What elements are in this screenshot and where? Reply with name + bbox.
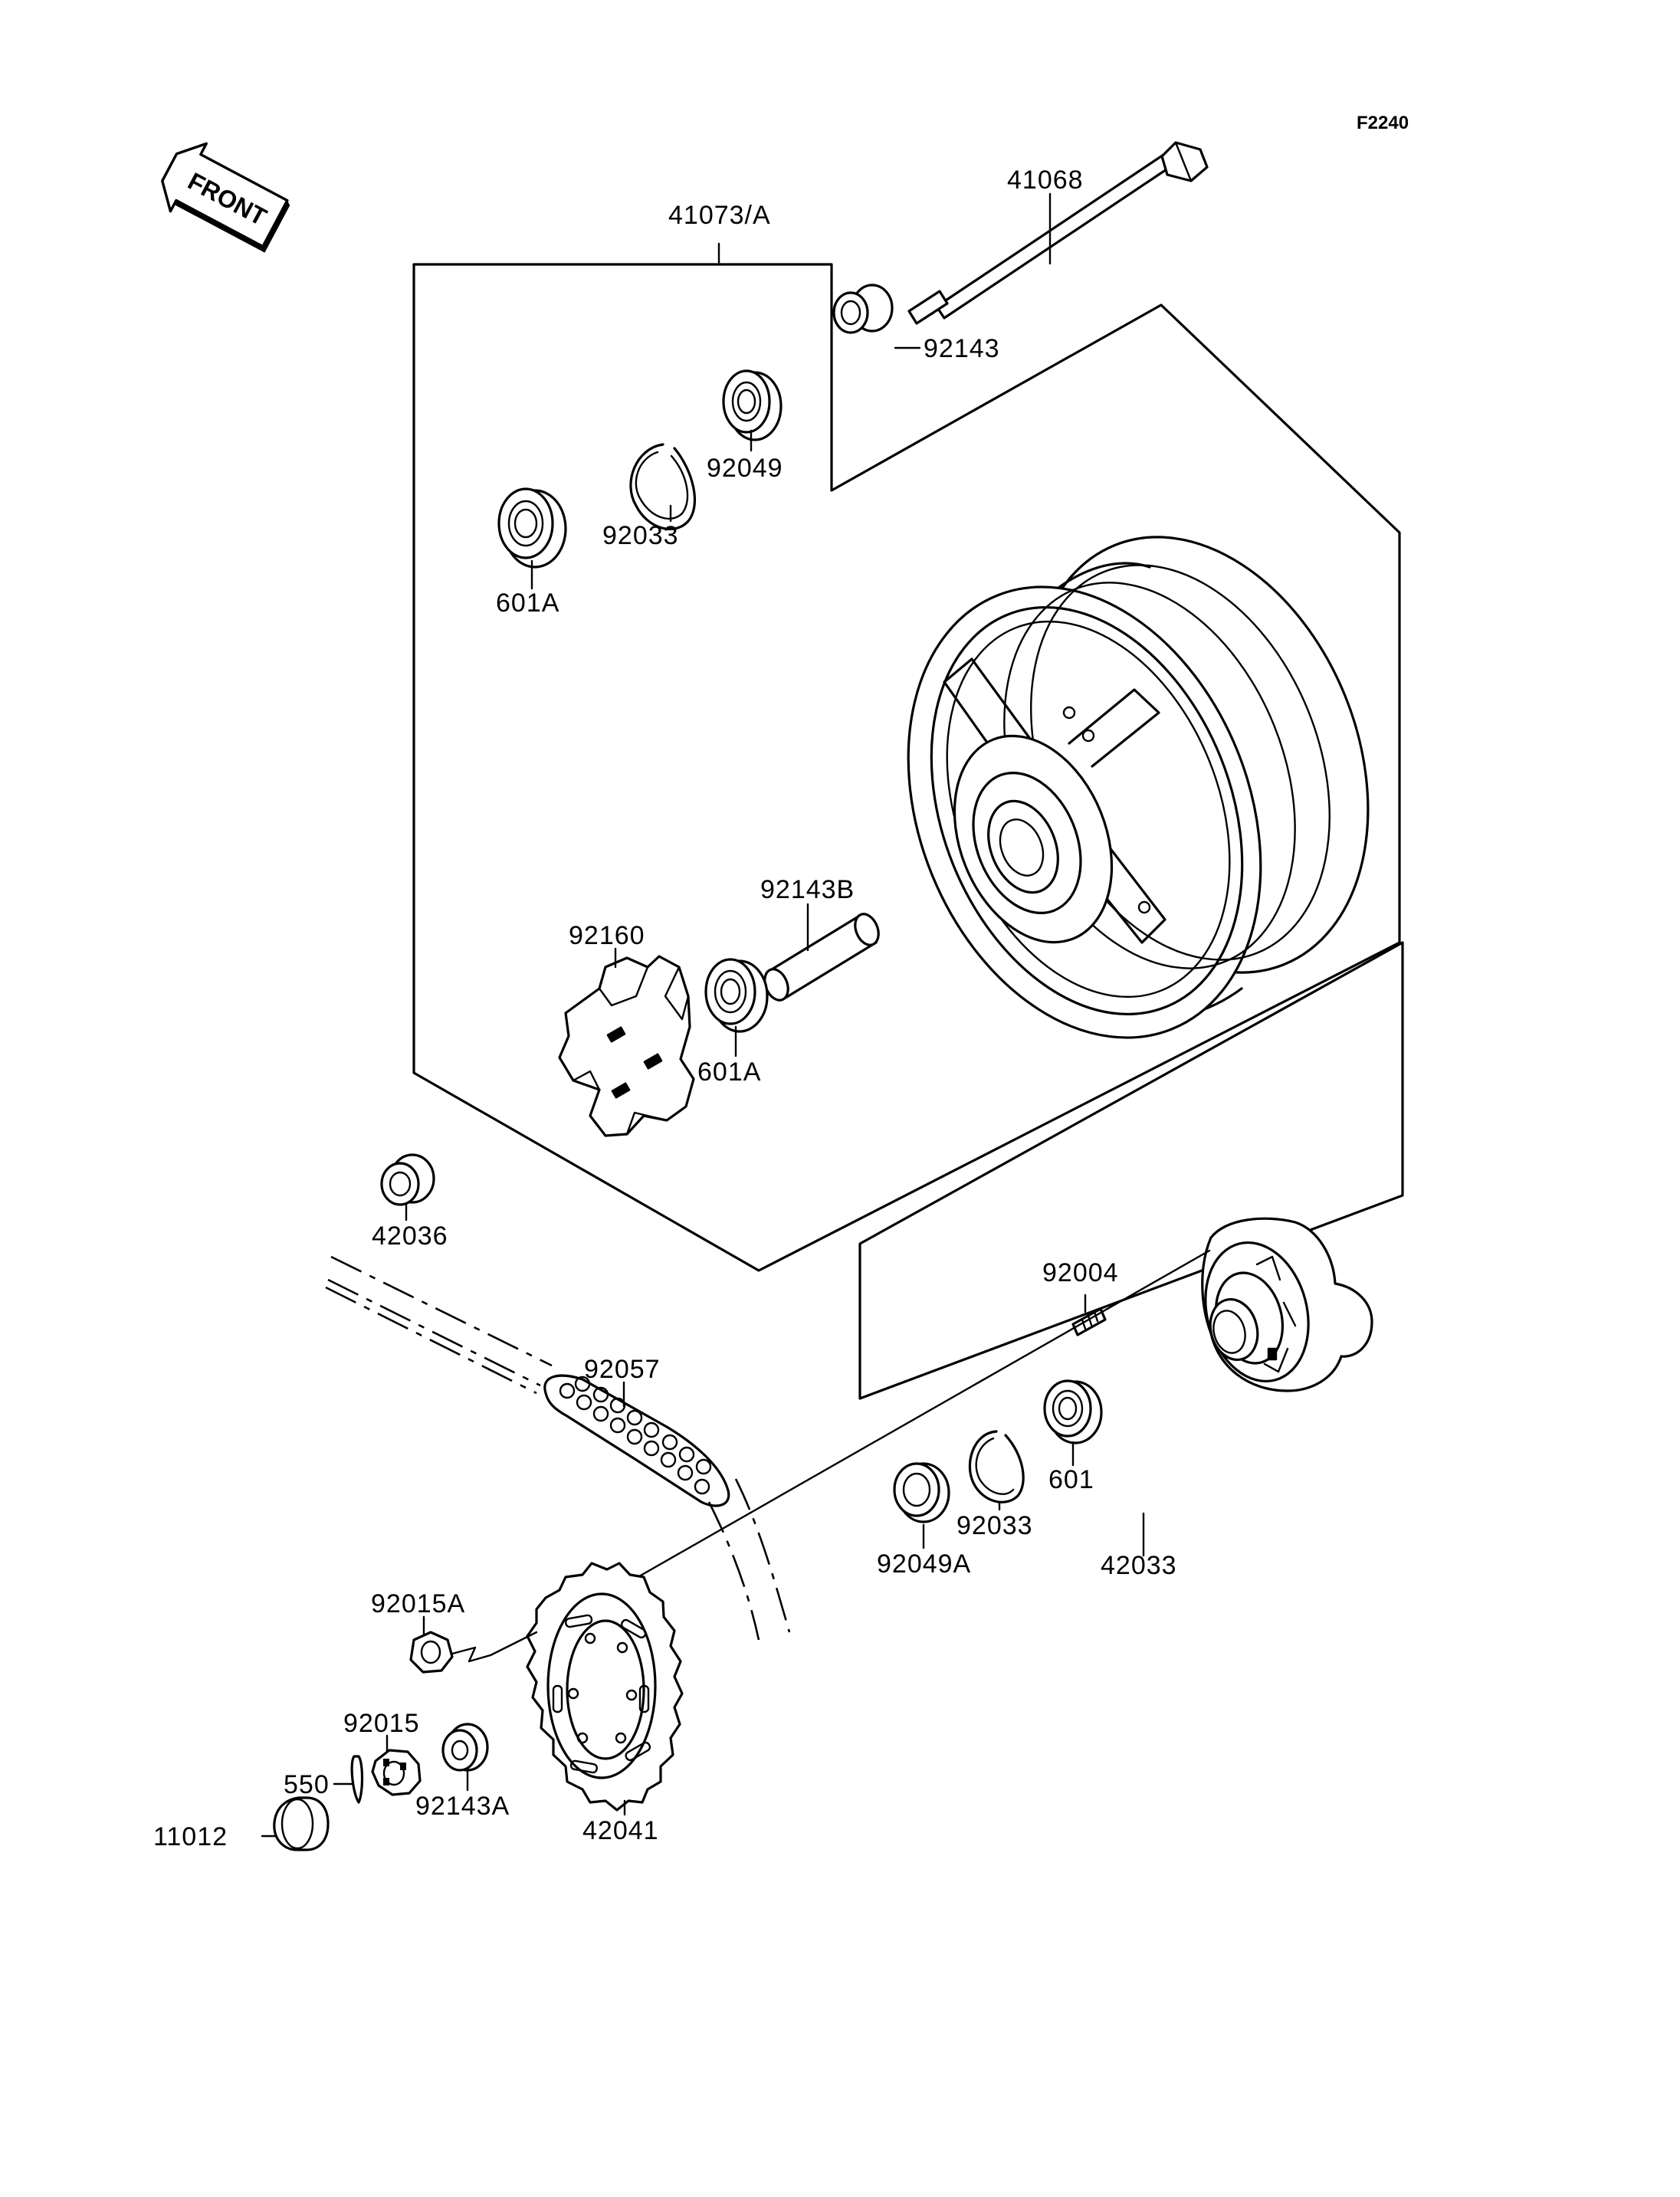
kit-42033-boundary bbox=[858, 941, 1404, 1400]
bearing-601a-mid bbox=[704, 958, 769, 1033]
spacer-92143b bbox=[763, 913, 880, 1002]
seal-92049a bbox=[893, 1462, 950, 1523]
label-92057: 92057 bbox=[584, 1355, 661, 1384]
collar-92143a bbox=[441, 1723, 489, 1772]
label-42041: 42041 bbox=[582, 1816, 659, 1845]
label-601a-mid: 601A bbox=[697, 1058, 761, 1087]
chain-92057 bbox=[325, 1255, 791, 1641]
bearing-601 bbox=[1043, 1379, 1103, 1444]
label-550: 550 bbox=[284, 1770, 330, 1799]
label-92160: 92160 bbox=[569, 921, 645, 950]
assembly-axis-line bbox=[627, 1249, 1211, 1584]
part-labels: 41068 41073/A 92143 92049 92033 601A 921… bbox=[153, 166, 1177, 1851]
label-92143b: 92143B bbox=[760, 875, 855, 904]
figure-code: F2240 bbox=[1357, 113, 1409, 133]
label-42036: 42036 bbox=[372, 1221, 448, 1251]
label-92033-bottom: 92033 bbox=[956, 1511, 1033, 1540]
cotter-pin-550 bbox=[350, 1755, 364, 1804]
nut-92015 bbox=[371, 1749, 422, 1796]
sprocket-42041 bbox=[526, 1562, 684, 1812]
label-42033: 42033 bbox=[1101, 1551, 1177, 1580]
front-arrow-icon: FRONT bbox=[161, 142, 290, 253]
label-601a-top: 601A bbox=[496, 589, 559, 618]
bearing-601a-top bbox=[497, 487, 567, 569]
label-92143: 92143 bbox=[924, 334, 1000, 363]
seal-92049 bbox=[722, 369, 783, 441]
rear-wheel-rim bbox=[907, 536, 1370, 1039]
nut-92015a bbox=[409, 1631, 538, 1674]
label-41068: 41068 bbox=[1007, 166, 1084, 195]
circlip-92033-top bbox=[629, 443, 697, 530]
damper-92160 bbox=[558, 955, 695, 1137]
label-92049a: 92049A bbox=[877, 1549, 971, 1579]
kit-41073a-boundary bbox=[412, 263, 1401, 1272]
label-92004: 92004 bbox=[1042, 1258, 1119, 1287]
label-601: 601 bbox=[1048, 1465, 1094, 1494]
label-92015a: 92015A bbox=[371, 1589, 465, 1618]
label-11012: 11012 bbox=[153, 1822, 228, 1851]
axle-41068 bbox=[907, 141, 1209, 325]
sprocket-coupling bbox=[1201, 1217, 1373, 1392]
label-92033-top: 92033 bbox=[602, 521, 679, 550]
label-92143a: 92143A bbox=[415, 1792, 510, 1821]
label-92015: 92015 bbox=[343, 1709, 420, 1738]
label-92049: 92049 bbox=[707, 454, 783, 483]
collar-42036 bbox=[380, 1153, 435, 1206]
cap-11012 bbox=[273, 1796, 330, 1851]
label-41073a: 41073/A bbox=[668, 201, 771, 230]
collar-92143 bbox=[832, 284, 894, 334]
circlip-92033-bottom bbox=[968, 1430, 1025, 1503]
leader-lines bbox=[261, 192, 1145, 1838]
